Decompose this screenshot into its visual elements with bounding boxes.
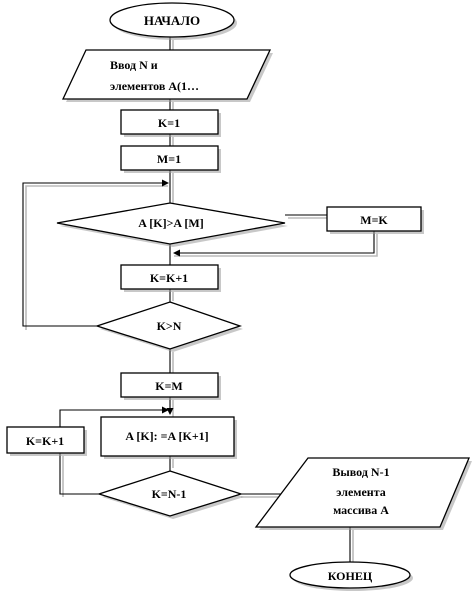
shift-label: A [K]: =A [K+1]	[125, 429, 208, 443]
m-init-label: M=1	[157, 152, 181, 166]
end-terminal: КОНЕЦ	[289, 561, 413, 591]
compare-decision: A [K]>A [M]	[56, 202, 288, 247]
connector-inner-loop-top	[59, 406, 169, 427]
k-init-process: K=1	[120, 109, 221, 137]
compare-label: A [K]>A [M]	[138, 216, 204, 230]
k-eq-n1-decision: K=N-1	[96, 470, 244, 519]
output-label-line2: элемента	[336, 485, 385, 499]
output-parallelogram: Вывод N-1 элемента массива А	[254, 457, 472, 530]
k-incr-process-2: K=K+1	[6, 426, 87, 456]
input-label-line2: элементов А(1…	[110, 79, 199, 93]
input-label-line1: Ввод N и	[110, 58, 158, 72]
shift-process: A [K]: =A [K+1]	[100, 416, 237, 459]
start-label: НАЧАЛО	[144, 13, 200, 28]
m-assign-process: M=K	[326, 206, 424, 234]
k-incr-process-1: K=K+1	[120, 264, 221, 292]
m-init-process: M=1	[120, 145, 221, 173]
k-eq-n1-label: K=N-1	[152, 487, 187, 501]
k-gt-n-label: K>N	[157, 319, 182, 333]
output-label-line3: массива А	[333, 503, 389, 517]
k-assign-m-label: K=M	[155, 379, 183, 393]
connector-loop-back-outer	[22, 179, 169, 327]
connectors	[22, 37, 375, 566]
k-init-label: K=1	[158, 116, 180, 130]
input-parallelogram: Ввод N и элементов А(1…	[61, 49, 273, 102]
k-gt-n-decision: K>N	[94, 301, 243, 352]
k-incr-label-1: K=K+1	[150, 271, 188, 285]
output-label-line1: Вывод N-1	[332, 465, 389, 479]
start-terminal: НАЧАЛО	[109, 2, 237, 40]
connector-m-assign-return	[173, 231, 375, 257]
connector-inner-loop-up	[59, 453, 99, 495]
k-assign-m-process: K=M	[120, 372, 221, 400]
m-assign-label: M=K	[360, 213, 388, 227]
k-incr-label-2: K=K+1	[26, 434, 64, 448]
end-label: КОНЕЦ	[328, 569, 373, 583]
